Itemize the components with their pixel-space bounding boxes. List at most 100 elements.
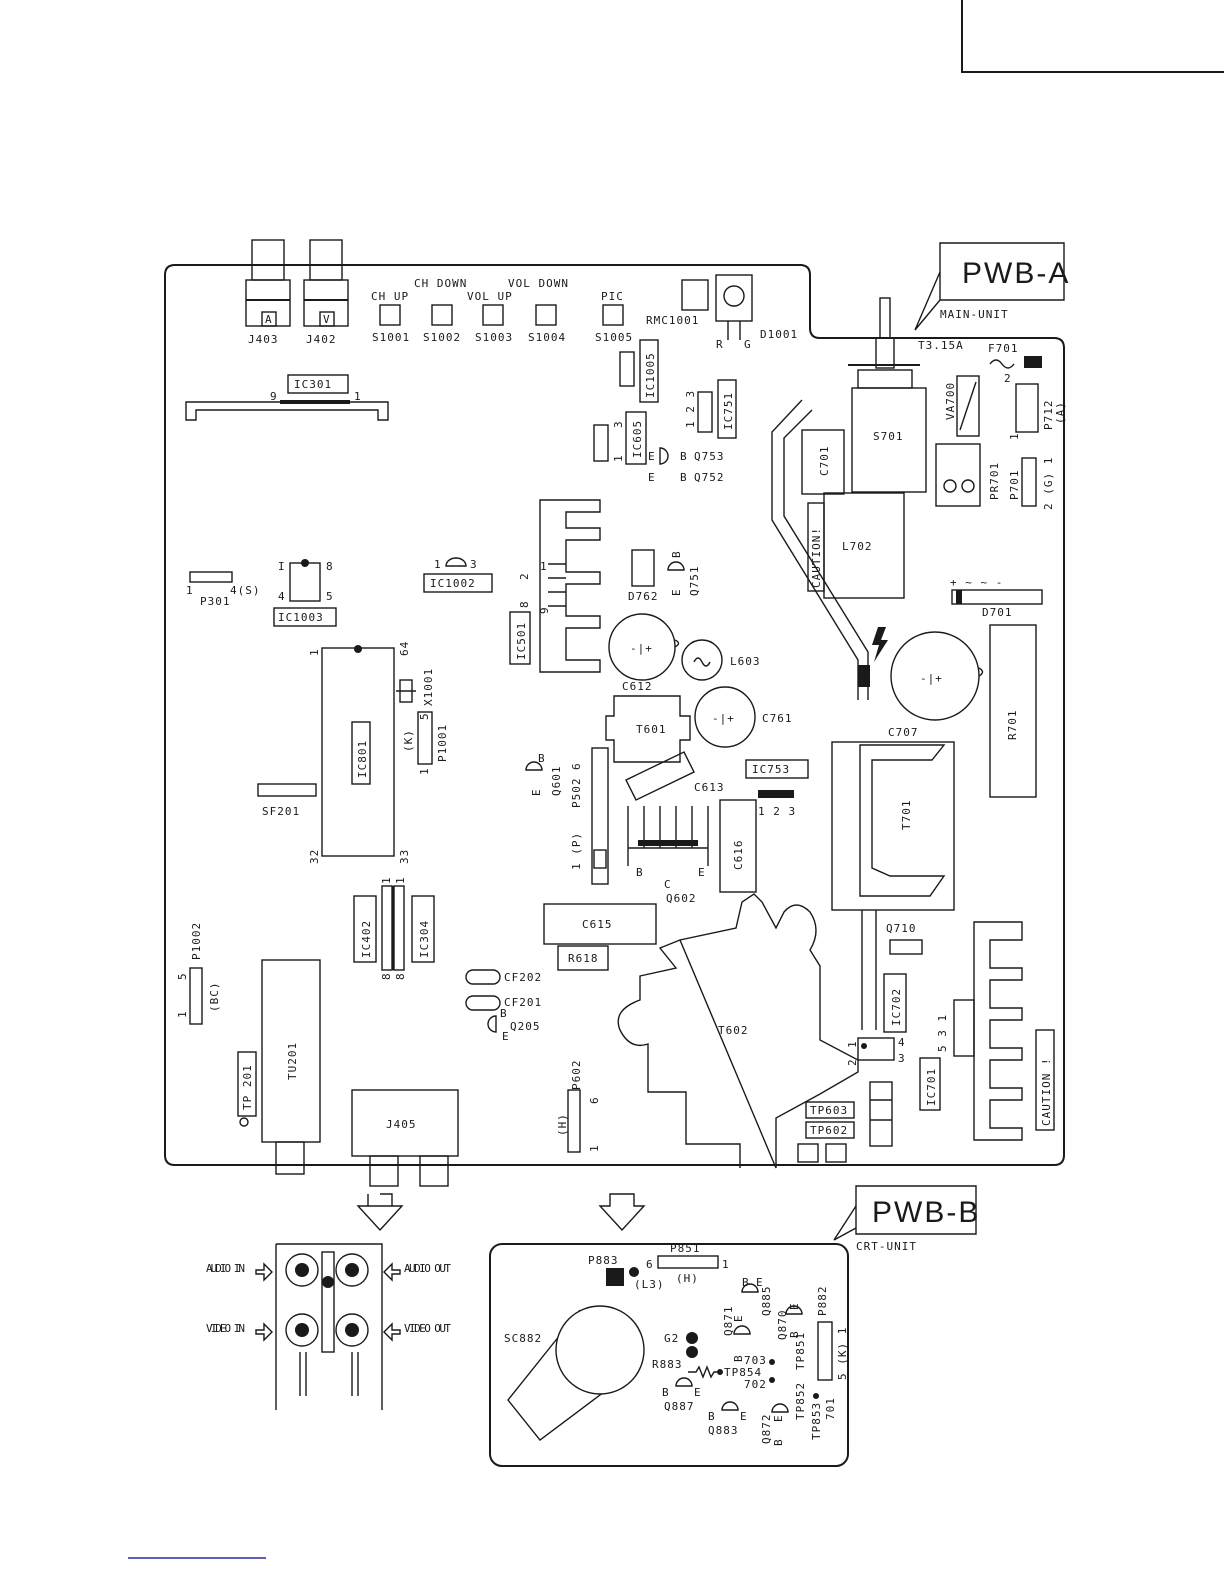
p301-label: P301 <box>200 595 231 608</box>
jack-j402: V J402 <box>303 239 349 346</box>
p301-s: 4(S) <box>230 584 261 597</box>
q710-label: Q710 <box>886 922 917 935</box>
tp854-label: TP854 <box>724 1366 762 1379</box>
j405: J405 <box>351 1089 459 1187</box>
pwb-b-callout: PWB-B CRT-UNIT <box>833 1185 980 1253</box>
ic501-heatsink: 1 2 8 9 IC501 <box>509 499 601 673</box>
p502: P502 6 1 (P) <box>570 747 609 885</box>
p882-label: P882 <box>816 1286 829 1317</box>
t701-label: T701 <box>900 800 913 831</box>
p883-l3: (L3) <box>634 1278 665 1291</box>
c761: -|+ C761 <box>694 686 792 748</box>
f701-label: F701 <box>988 342 1019 355</box>
tu201-label: TU201 <box>286 1042 299 1080</box>
j402-label: J402 <box>306 333 337 346</box>
rmc1001-d1001: RMC1001 D1001 R G <box>646 274 798 351</box>
ch-down-label: CH DOWN <box>414 277 467 290</box>
q751-e: E <box>670 588 683 596</box>
p602-h: (H) <box>556 1113 569 1136</box>
p851-pin6: 6 <box>646 1258 654 1271</box>
ic1002-pin1: 1 <box>434 558 442 571</box>
rmc1001-label: RMC1001 <box>646 314 699 327</box>
q887-label: Q887 <box>664 1400 695 1413</box>
ic1003-label: IC1003 <box>278 611 324 624</box>
d1001-label: D1001 <box>760 328 798 341</box>
pwb-b-board-outline <box>489 1243 849 1467</box>
c612-label: C612 <box>622 680 653 693</box>
q205-b: B <box>500 1007 508 1020</box>
q205-e: E <box>502 1030 510 1043</box>
p1002-bc: (BC) <box>208 982 221 1013</box>
audio-out-label: AUDIO OUT <box>404 1262 452 1275</box>
p502-pins: 1 (P) <box>570 832 583 870</box>
p712: 2 1 P712 (A) <box>1004 372 1067 440</box>
pwb-b-title: PWB-B <box>872 1196 980 1229</box>
pic-label: PIC <box>601 290 624 303</box>
q871-e: E <box>732 1314 745 1322</box>
q751: B E Q751 <box>667 550 701 597</box>
p602-pin1: 1 <box>588 1144 601 1152</box>
q883-b: B <box>708 1410 716 1423</box>
ic1003-pin8: 8 <box>326 560 334 573</box>
t701: T701 <box>831 741 955 911</box>
p502-label: P502 <box>570 778 583 809</box>
p602: P602 6 (H) 1 <box>556 1060 601 1153</box>
d1001-g: G <box>744 338 752 351</box>
l603-label: L603 <box>730 655 761 668</box>
t602: T602 <box>617 893 859 1169</box>
jack-v-letter: V <box>323 313 331 326</box>
q752-label: Q752 <box>694 471 725 484</box>
av-jack-panel: AUDIO IN VIDEO IN AUDIO OUT VIDEO OUT <box>206 1243 452 1410</box>
q205-label: Q205 <box>510 1020 541 1033</box>
ic402-ic304: IC402 1 1 8 8 IC304 <box>353 876 435 980</box>
pr701: PR701 <box>935 443 1001 507</box>
d701-label: D701 <box>982 606 1013 619</box>
tp851-label: TP851 <box>794 1332 807 1370</box>
q883-label: Q883 <box>708 1424 739 1437</box>
q887-e: E <box>694 1386 702 1399</box>
j403-label: J403 <box>248 333 279 346</box>
c707-lightning: -|+ C707 <box>872 627 984 739</box>
ic402-pin1: 1 <box>380 876 393 884</box>
x1001-label: X1001 <box>422 668 435 706</box>
p882-pins: 5 (K) 1 <box>836 1327 849 1380</box>
svg-text:-|+: -|+ <box>920 672 943 685</box>
p701: P701 2 (G) 1 <box>1008 457 1055 510</box>
ic751-pins: 1 2 3 <box>684 390 697 428</box>
ch-up-label: CH UP <box>371 290 409 303</box>
ic402-label: IC402 <box>360 920 373 958</box>
c616: C616 <box>719 799 757 893</box>
ic801-label: IC801 <box>356 740 369 778</box>
q870-b: B <box>788 1330 801 1338</box>
s701-label: S701 <box>873 430 904 443</box>
q870-label: Q870 <box>776 1310 789 1341</box>
tp602-label: TP602 <box>810 1124 848 1137</box>
right-heatsink: CAUTION ! 5 3 1 <box>936 921 1055 1141</box>
q871-b: B <box>732 1354 745 1362</box>
tp852-label: TP852 <box>794 1382 807 1420</box>
p602-label: P602 <box>570 1060 583 1091</box>
ic753: IC753 1 2 3 <box>745 759 809 818</box>
ic301-label: IC301 <box>294 378 332 391</box>
ic304-pin8: 8 <box>394 972 407 980</box>
ic501-pin8: 8 <box>518 600 531 608</box>
video-out-label: VIDEO OUT <box>404 1322 452 1335</box>
p1001-pin1: 1 <box>418 767 431 775</box>
t602-label: T602 <box>718 1024 749 1037</box>
q885: B E Q885 <box>741 1276 773 1316</box>
tp201: TP 201 <box>237 1051 257 1127</box>
ic1002: 1 3 IC1002 <box>423 557 493 593</box>
q751-b: B <box>670 550 683 558</box>
q752-b: B <box>680 471 688 484</box>
page-corner-frame <box>961 0 1224 73</box>
p712-label: P712 <box>1042 400 1055 431</box>
q751-label: Q751 <box>688 566 701 597</box>
ic1003-pin4: 4 <box>278 590 286 603</box>
r701: R701 <box>989 624 1037 798</box>
ic1005: IC1005 <box>619 339 659 403</box>
p712-pin2: 2 <box>1004 372 1012 385</box>
p701-pins: 2 (G) 1 <box>1042 457 1055 510</box>
tp603-label: TP603 <box>810 1104 848 1117</box>
q602-label: Q602 <box>666 892 697 905</box>
